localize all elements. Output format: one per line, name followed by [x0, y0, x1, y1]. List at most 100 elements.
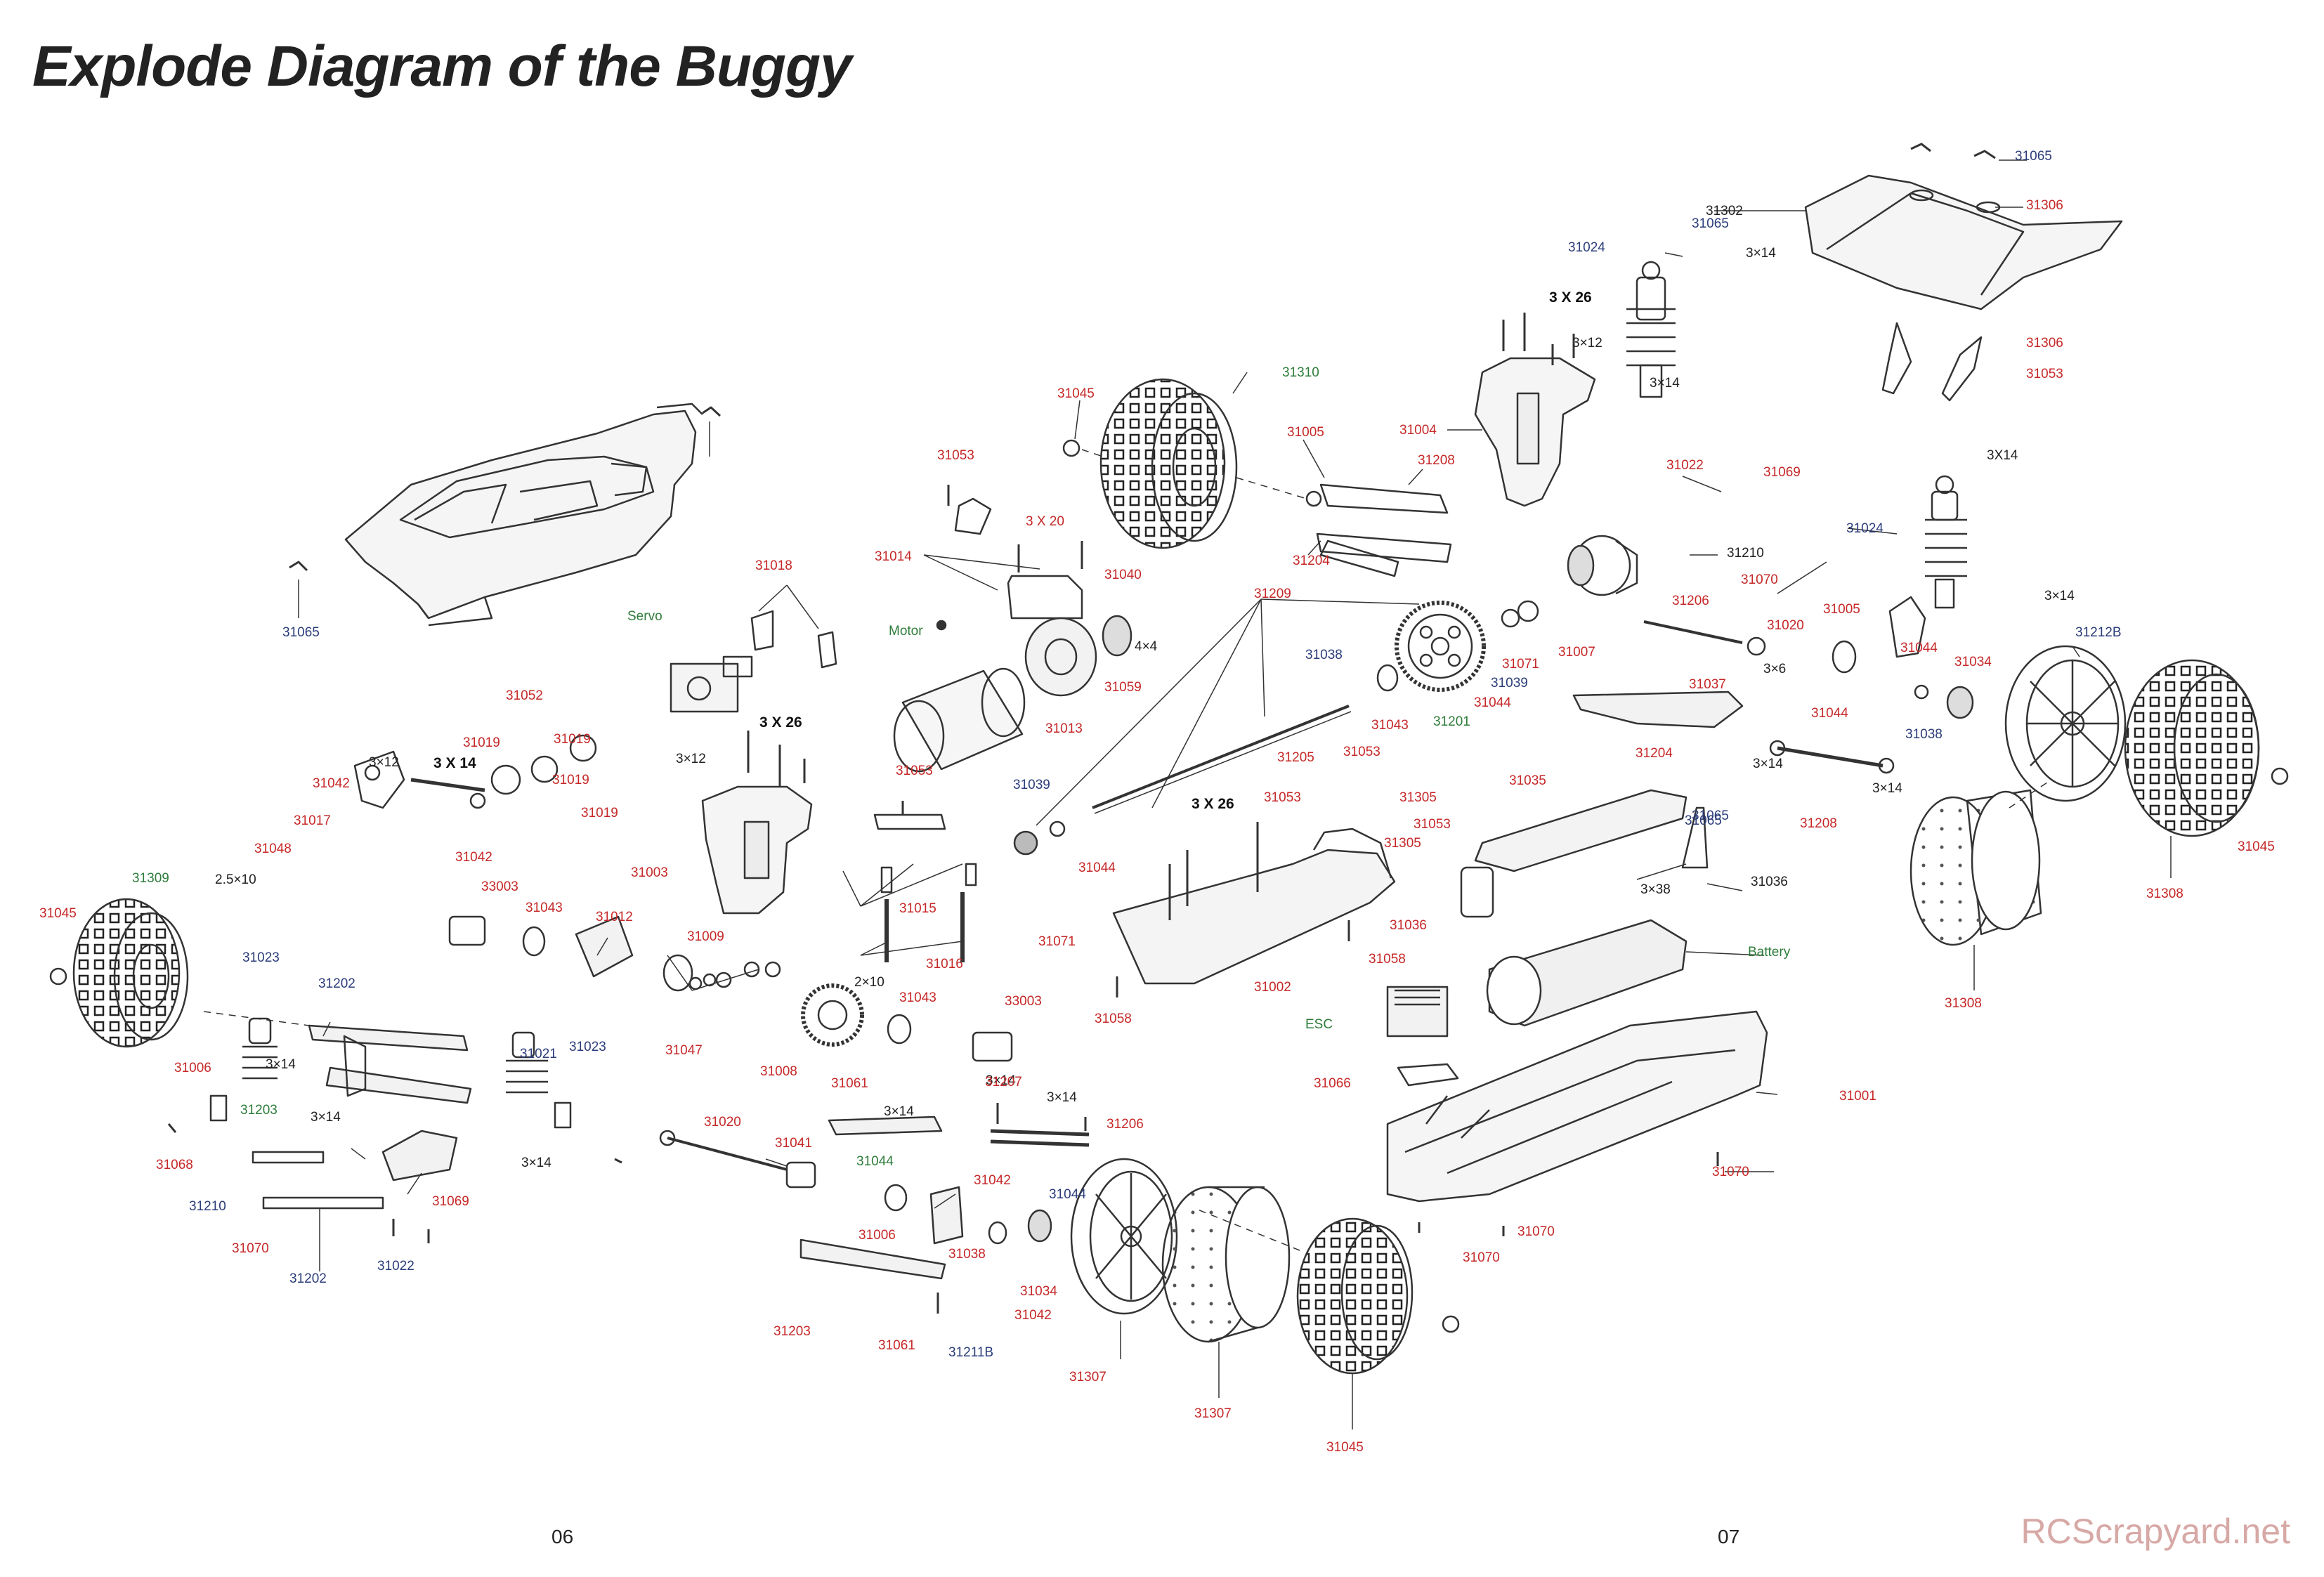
- part-label: 4×4: [1135, 639, 1158, 654]
- part-label: 31065: [282, 625, 320, 640]
- part-label: 31044: [1474, 695, 1511, 710]
- motor-mount-plate: [1024, 617, 1097, 697]
- part-label: 31012: [596, 910, 633, 924]
- rear-wing: [1804, 174, 2123, 402]
- part-label: 31065: [1692, 809, 1729, 823]
- watermark: RCScrapyard.net: [2021, 1512, 2291, 1551]
- rear-wheel-top: [1099, 378, 1238, 549]
- part-label: 31045: [39, 906, 77, 921]
- part-label: 31037: [1689, 677, 1726, 692]
- part-label: 31020: [1767, 618, 1804, 633]
- part-label: 31203: [240, 1103, 278, 1118]
- part-label: Servo: [627, 609, 662, 624]
- part-label: 31044: [1049, 1187, 1086, 1202]
- part-label: 31206: [1106, 1117, 1144, 1132]
- part-label: 31043: [525, 901, 563, 915]
- part-label: Battery: [1748, 945, 1791, 960]
- esc: [1386, 986, 1449, 1038]
- part-label: 3 X 14: [433, 755, 476, 771]
- part-label: 31207: [985, 1075, 1022, 1089]
- part-label: 31038: [1905, 727, 1943, 742]
- part-label: 31045: [2238, 839, 2275, 854]
- part-label: 3×14: [1753, 757, 1783, 771]
- part-label: 31053: [896, 764, 933, 778]
- part-label: 31019: [554, 732, 591, 747]
- battery: [1486, 919, 1687, 1027]
- part-label: 31204: [1636, 746, 1673, 761]
- part-label: 3×14: [266, 1057, 296, 1072]
- part-label: 31006: [859, 1228, 896, 1243]
- part-label: 31208: [1418, 453, 1455, 468]
- part-label: 31024: [1846, 521, 1884, 536]
- front-tire-insert: [1161, 1186, 1291, 1343]
- part-label: 3×12: [676, 752, 706, 766]
- part-label: 31203: [773, 1324, 811, 1339]
- rear-wheel-right: [2124, 659, 2260, 837]
- part-label: 31053: [2026, 367, 2063, 381]
- part-label: 33003: [481, 879, 518, 894]
- part-label: 3 X 26: [759, 714, 802, 731]
- part-label: 31307: [1069, 1370, 1106, 1385]
- part-label: 31053: [1343, 745, 1380, 759]
- part-label: 3×14: [311, 1110, 341, 1125]
- part-label: 31005: [1823, 602, 1860, 617]
- part-label: 31036: [1751, 875, 1788, 889]
- part-label: 31306: [2026, 198, 2063, 213]
- main-chassis: [1386, 1010, 1768, 1203]
- part-label: 31044: [1900, 641, 1938, 655]
- part-label: 31053: [937, 448, 974, 463]
- rear-diff: [1567, 535, 1638, 596]
- part-label: 31017: [294, 813, 331, 828]
- part-label: 31040: [1104, 568, 1142, 582]
- part-label: 31070: [1741, 572, 1778, 587]
- front-shock-right: [506, 1031, 572, 1129]
- part-label: 3×14: [986, 1073, 1016, 1088]
- part-label: 31038: [1305, 648, 1343, 662]
- part-label: 31022: [1666, 458, 1704, 473]
- part-label: 3X14: [1987, 448, 2018, 463]
- part-label: 31003: [631, 865, 668, 880]
- part-label: 31053: [1264, 790, 1301, 805]
- part-label: 31034: [1954, 655, 1992, 669]
- part-label: 31305: [1399, 790, 1437, 805]
- part-label: 31059: [1104, 680, 1142, 695]
- part-label: 31042: [974, 1173, 1011, 1188]
- part-label: 31070: [1517, 1224, 1555, 1239]
- part-label: 3×12: [369, 755, 399, 770]
- part-label: 31065: [2015, 149, 2052, 164]
- part-label: 31014: [875, 549, 912, 564]
- part-label: ESC: [1305, 1017, 1333, 1032]
- part-label: 31016: [926, 957, 963, 971]
- front-wheel-left: [72, 898, 189, 1048]
- rear-shock-top: [1626, 261, 1676, 398]
- part-label: 31036: [1390, 918, 1427, 933]
- right-shock: [1925, 475, 1967, 609]
- part-label: 31307: [1194, 1406, 1232, 1421]
- rear-shock-tower: [1474, 357, 1596, 507]
- part-label: 31034: [1020, 1284, 1057, 1299]
- part-label: Motor: [889, 624, 923, 639]
- part-label: 31070: [1712, 1165, 1749, 1179]
- part-label: 31024: [1568, 240, 1605, 255]
- part-label: 31053: [1414, 817, 1451, 832]
- part-label: 31020: [704, 1115, 741, 1130]
- part-label: 3 X 26: [1549, 289, 1592, 306]
- part-label: 31047: [665, 1043, 703, 1058]
- part-label: 31044: [856, 1154, 894, 1169]
- part-label: 31068: [156, 1158, 193, 1172]
- part-label: 3×14: [1872, 781, 1902, 796]
- part-label: 31019: [552, 773, 589, 787]
- battery-tray: [1474, 789, 1687, 872]
- part-label: 2×10: [854, 975, 884, 990]
- part-label: 31206: [1672, 594, 1709, 608]
- part-label: 31069: [1763, 465, 1801, 480]
- part-label: 31013: [1045, 721, 1083, 736]
- part-label: 31005: [1287, 425, 1324, 440]
- spur-gear: [1395, 601, 1486, 692]
- rear-rim-right: [2004, 645, 2127, 802]
- part-label: 3×38: [1640, 882, 1671, 897]
- part-label: 31035: [1509, 773, 1546, 788]
- part-label: 31058: [1095, 1012, 1132, 1026]
- page-number-left: 06: [551, 1526, 574, 1547]
- part-label: 31210: [189, 1199, 226, 1214]
